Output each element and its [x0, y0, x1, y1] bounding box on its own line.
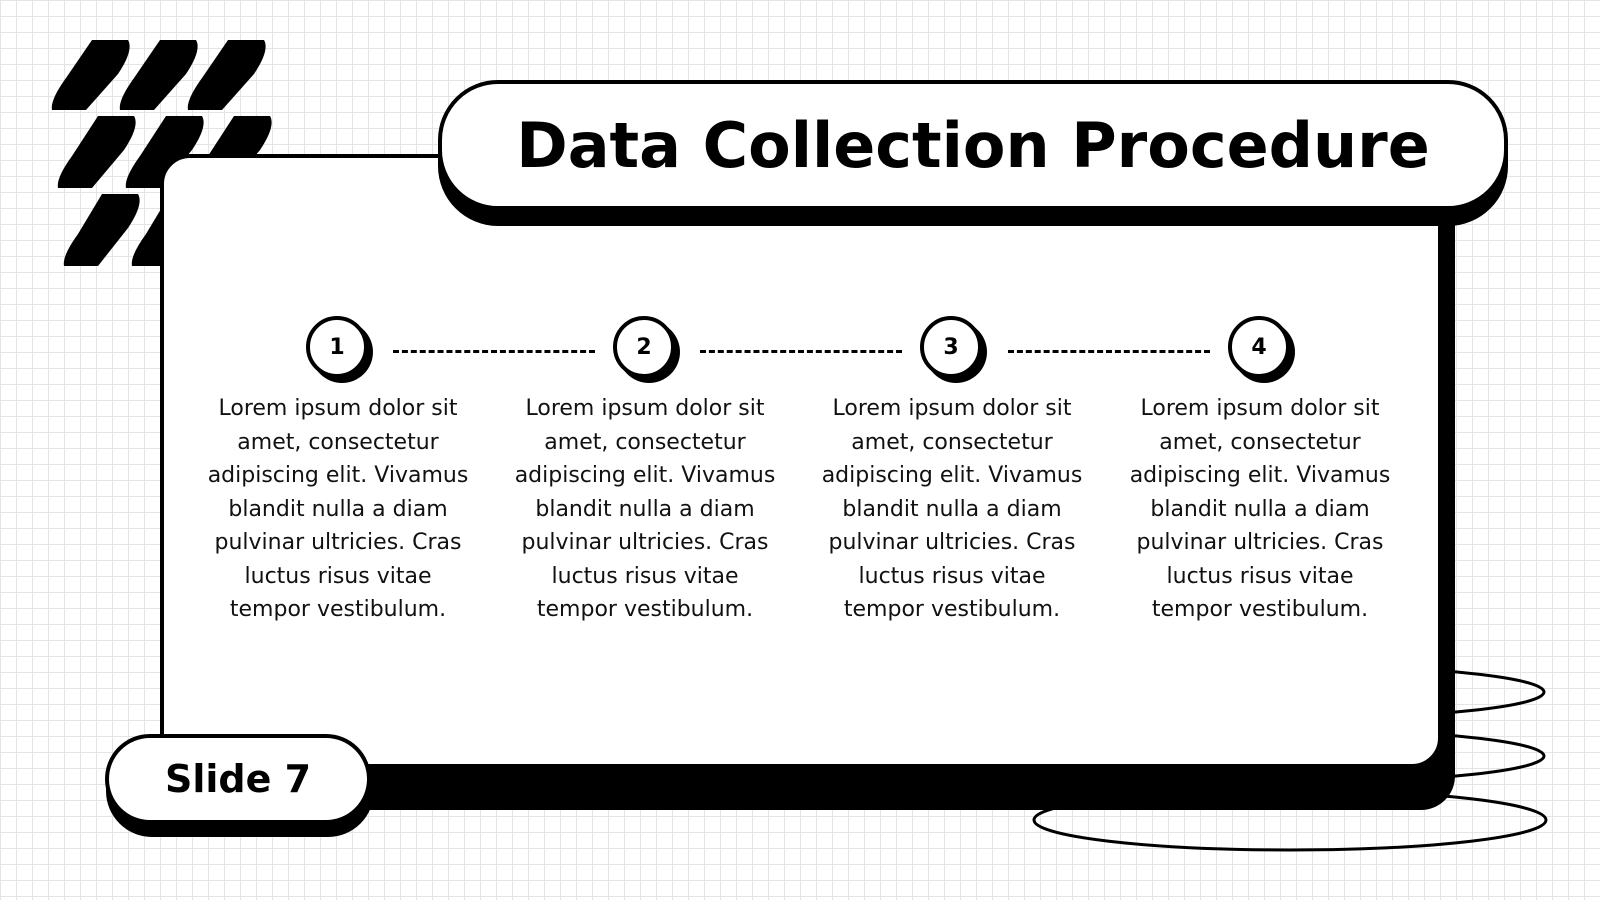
- step-1-circle: 1: [306, 316, 368, 378]
- page-title: Data Collection Procedure: [516, 108, 1430, 182]
- slide-number-label: Slide 7: [164, 757, 312, 801]
- step-4-description: Lorem ipsum dolor sit amet, consectetur …: [1129, 396, 1391, 622]
- step-connector-3-4: [1008, 350, 1210, 353]
- step-connector-2-3: [700, 350, 902, 353]
- step-1-description: Lorem ipsum dolor sit amet, consectetur …: [207, 396, 469, 622]
- title-pill: Data Collection Procedure: [438, 80, 1508, 210]
- step-2-description: Lorem ipsum dolor sit amet, consectetur …: [514, 396, 776, 622]
- step-4-circle: 4: [1228, 316, 1290, 378]
- step-2-circle: 2: [613, 316, 675, 378]
- step-3-circle: 3: [920, 316, 982, 378]
- slide-label-pill: Slide 7: [105, 734, 371, 824]
- step-3-description: Lorem ipsum dolor sit amet, consectetur …: [821, 396, 1083, 622]
- step-connector-1-2: [393, 350, 595, 353]
